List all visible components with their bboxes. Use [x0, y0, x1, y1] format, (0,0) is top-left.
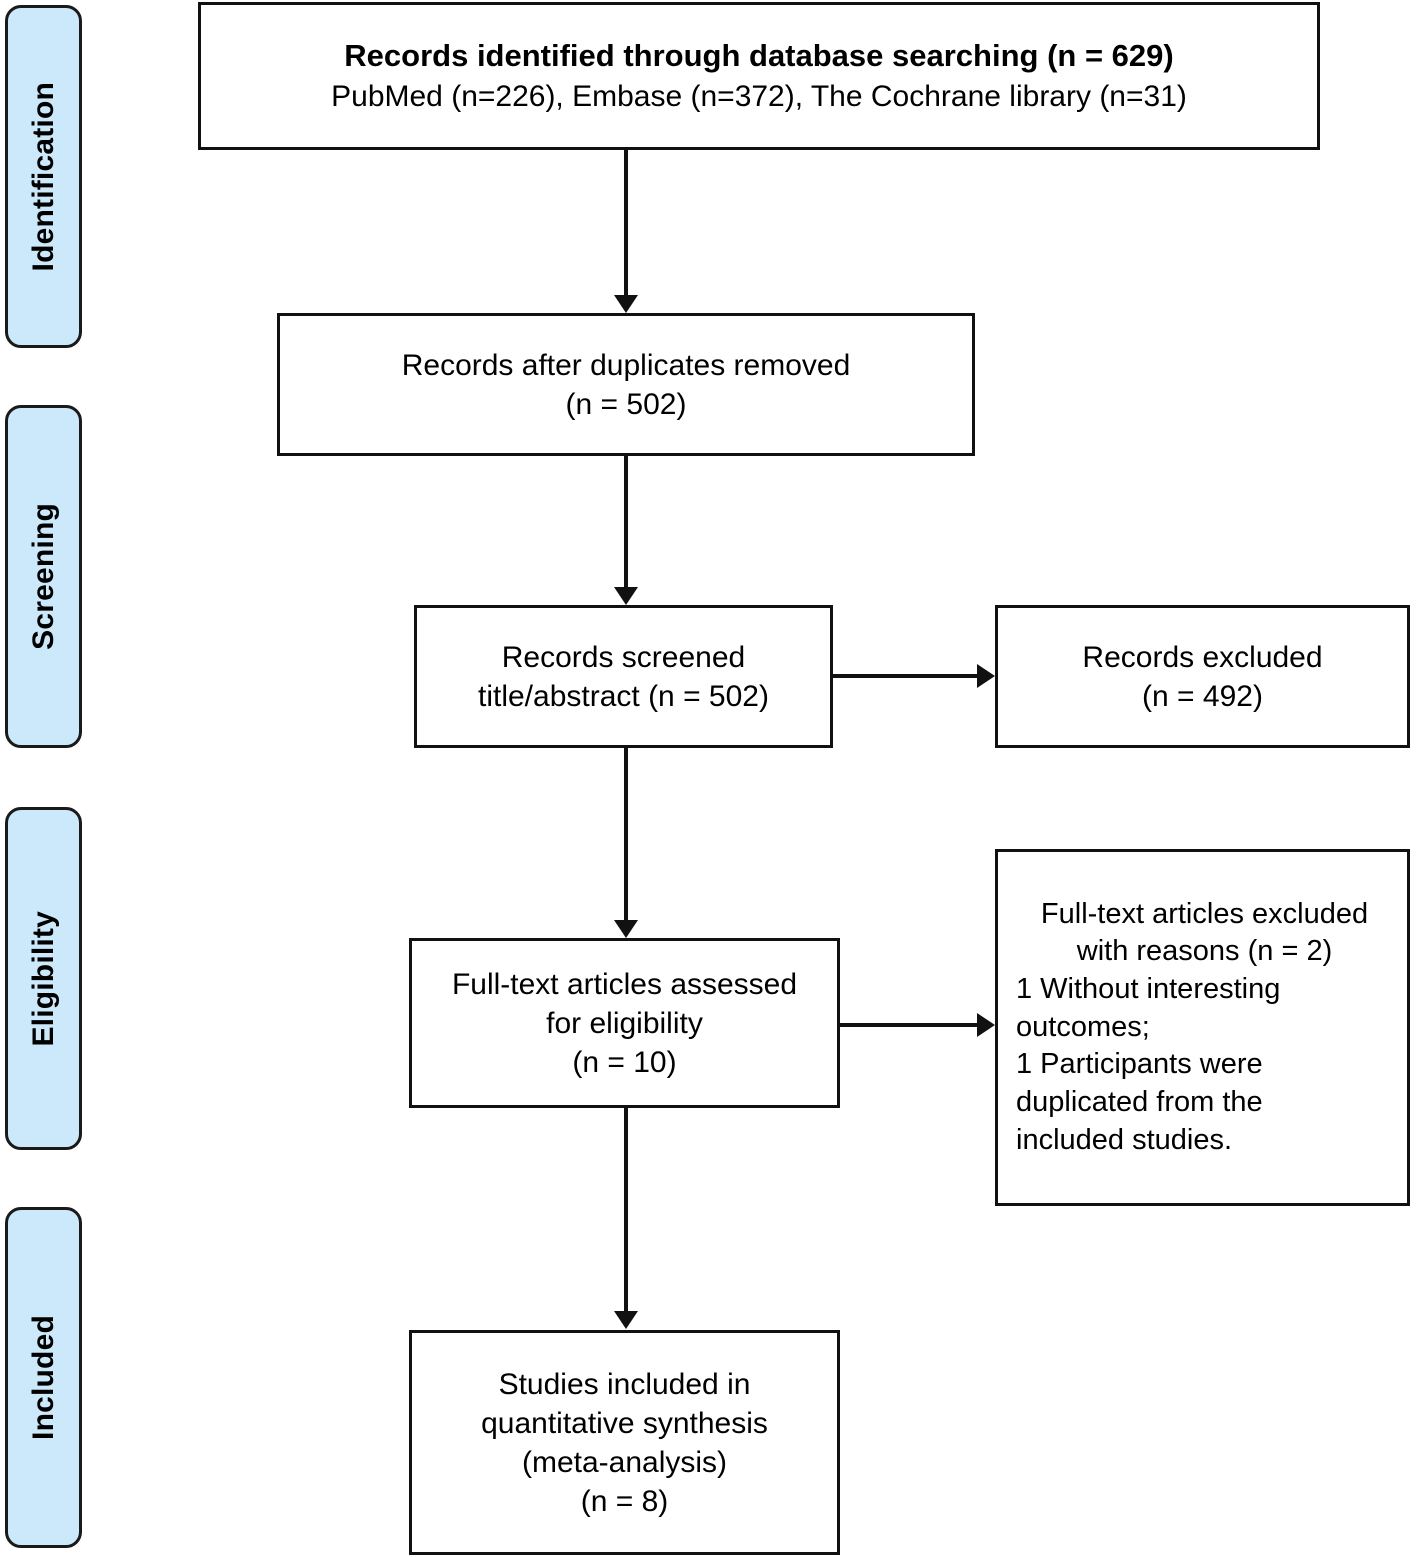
studies-included-line-4: (n = 8) — [580, 1484, 669, 1518]
arrowhead-fulltext-to-included — [614, 1311, 638, 1329]
records-excluded-line-2: (n = 492) — [1142, 679, 1263, 713]
box-duplicates-removed: Records after duplicates removed (n = 50… — [277, 313, 975, 456]
fulltext-assessed-line-3: (n = 10) — [572, 1045, 677, 1079]
fulltext-excluded-line-7: included studies. — [1016, 1123, 1233, 1156]
box-records-identified: Records identified through database sear… — [198, 2, 1320, 150]
duplicates-removed-line-1: Records after duplicates removed — [401, 348, 851, 382]
records-identified-title: Records identified through database sear… — [344, 38, 1174, 74]
fulltext-excluded-line-3: 1 Without interesting — [1016, 972, 1281, 1005]
stage-label-included: Included — [26, 1315, 60, 1440]
arrowhead-screened-to-fulltext — [614, 920, 638, 938]
stage-label-identification: Identification — [26, 81, 60, 272]
arrowhead-fulltext-to-excluded — [977, 1013, 995, 1037]
box-studies-included: Studies included in quantitative synthes… — [409, 1330, 840, 1555]
arrowhead-screened-to-excluded — [977, 664, 995, 688]
arrowhead-identified-to-duplicates — [614, 295, 638, 313]
box-fulltext-assessed: Full-text articles assessed for eligibil… — [409, 938, 840, 1108]
box-fulltext-excluded: Full-text articles excluded with reasons… — [995, 849, 1410, 1206]
stage-pill-included: Included — [5, 1207, 82, 1548]
fulltext-excluded-line-5: 1 Participants were — [1016, 1048, 1263, 1081]
box-records-excluded: Records excluded (n = 492) — [995, 605, 1410, 748]
studies-included-line-3: (meta-analysis) — [521, 1445, 728, 1479]
records-screened-line-1: Records screened — [501, 640, 746, 674]
box-records-screened: Records screened title/abstract (n = 502… — [414, 605, 833, 748]
stage-label-eligibility: Eligibility — [26, 910, 60, 1047]
fulltext-excluded-line-4: outcomes; — [1016, 1010, 1150, 1043]
fulltext-assessed-line-2: for eligibility — [546, 1006, 703, 1040]
stage-pill-screening: Screening — [5, 405, 82, 748]
stage-pill-identification: Identification — [5, 5, 82, 348]
arrowhead-duplicates-to-screened — [614, 587, 638, 605]
fulltext-excluded-line-1: Full-text articles excluded — [1040, 897, 1369, 930]
connector-duplicates-to-screened — [624, 456, 628, 588]
connector-screened-to-excluded — [833, 674, 979, 678]
fulltext-excluded-line-2: with reasons (n = 2) — [1076, 935, 1333, 968]
records-identified-sources: PubMed (n=226), Embase (n=372), The Coch… — [331, 79, 1187, 113]
fulltext-excluded-line-6: duplicated from the — [1016, 1086, 1263, 1119]
connector-screened-to-fulltext — [624, 748, 628, 922]
connector-fulltext-to-excluded — [840, 1023, 979, 1027]
duplicates-removed-line-2: (n = 502) — [565, 387, 687, 421]
records-screened-line-2: title/abstract (n = 502) — [478, 679, 769, 713]
fulltext-assessed-line-1: Full-text articles assessed — [451, 967, 798, 1001]
studies-included-line-2: quantitative synthesis — [481, 1406, 768, 1440]
studies-included-line-1: Studies included in — [498, 1367, 751, 1401]
stage-label-screening: Screening — [26, 503, 60, 650]
connector-fulltext-to-included — [624, 1108, 628, 1313]
connector-identified-to-duplicates — [624, 150, 628, 296]
stage-pill-eligibility: Eligibility — [5, 807, 82, 1150]
records-excluded-line-1: Records excluded — [1082, 640, 1323, 674]
